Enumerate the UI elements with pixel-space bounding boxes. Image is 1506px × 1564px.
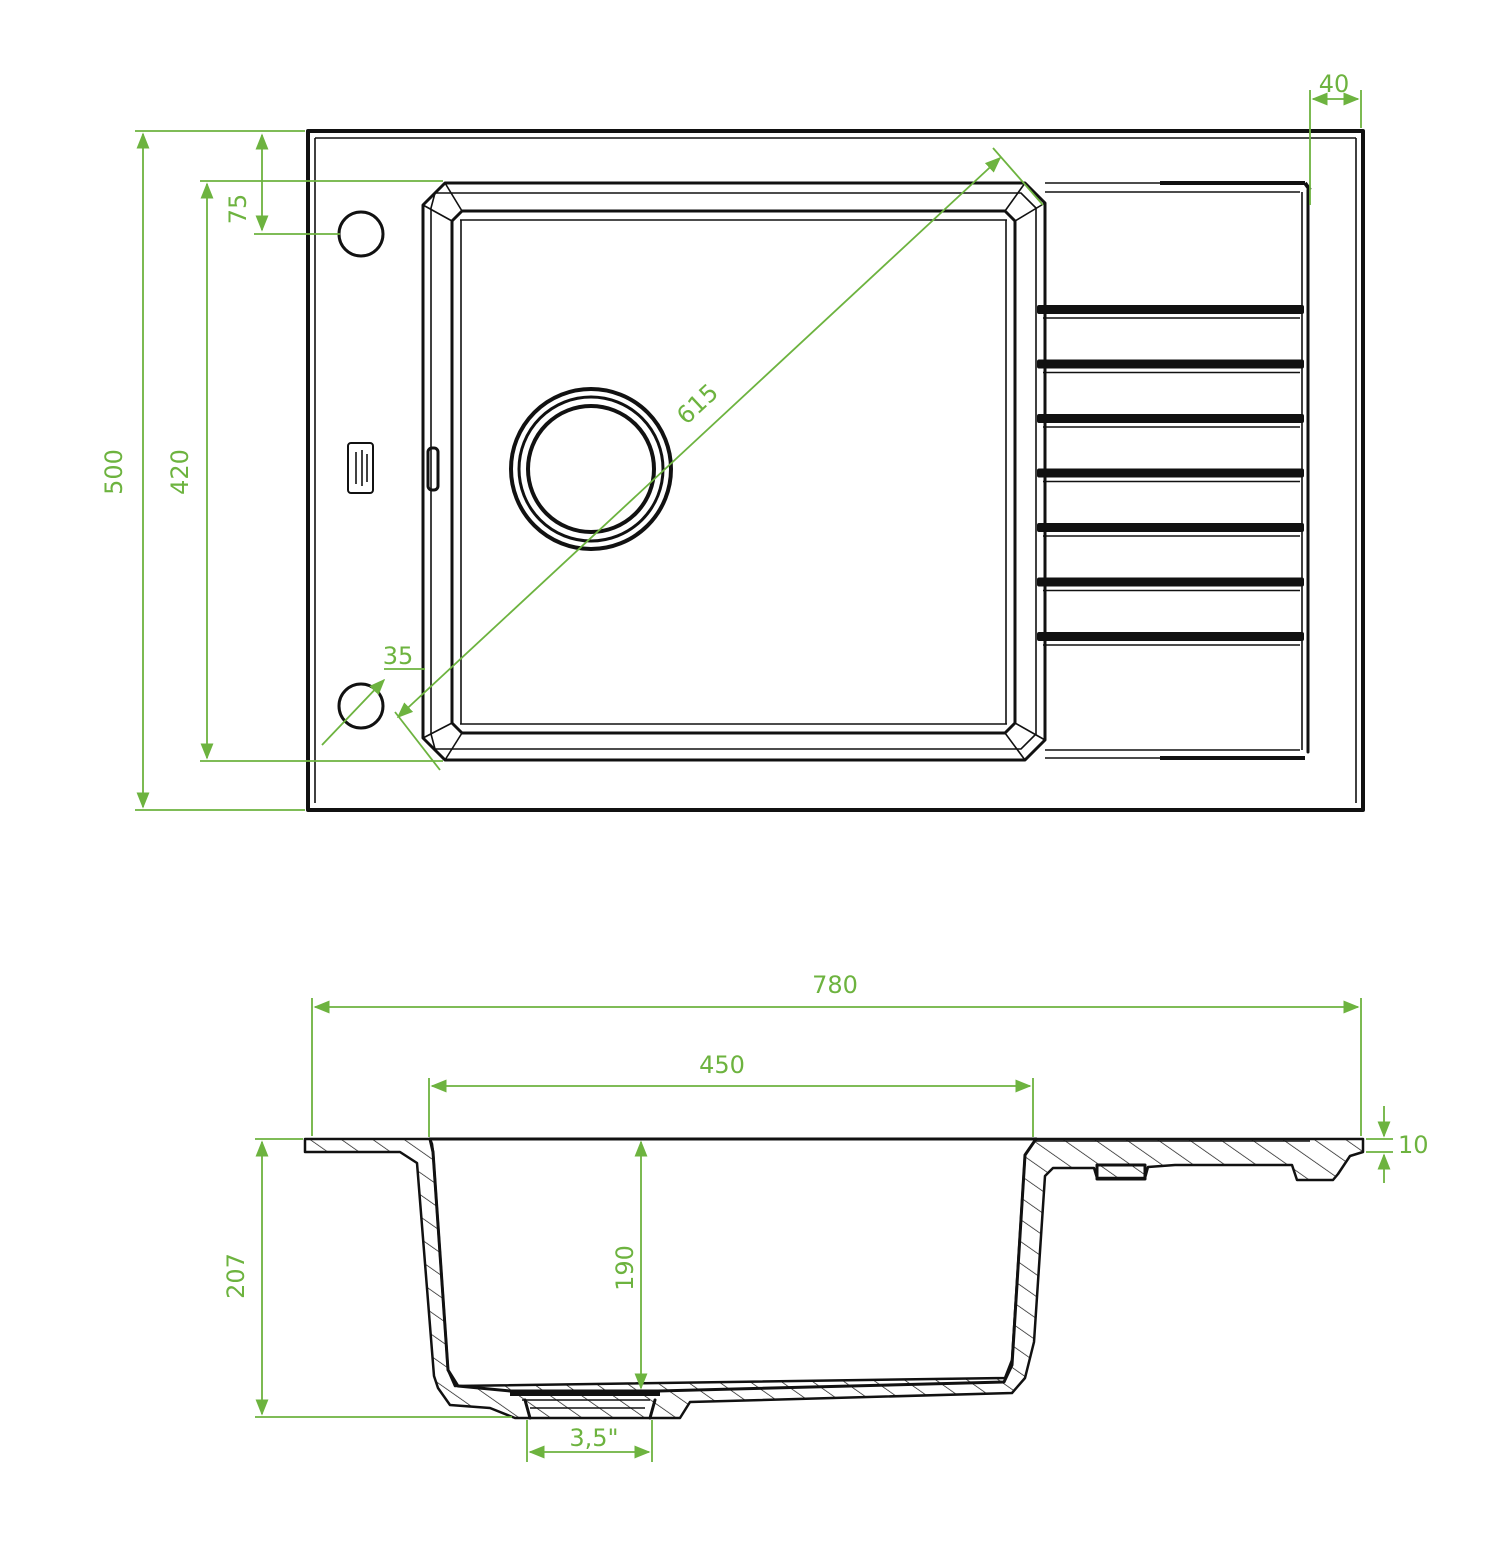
overflow [426, 446, 440, 492]
mounting-clip [1095, 1163, 1147, 1181]
section-view [303, 1137, 1365, 1420]
dim-overall-width: 780 [311, 971, 1362, 1136]
dim-text-overall-height: 207 [222, 1253, 250, 1299]
dim-text-tap-offset: 75 [224, 194, 252, 225]
dim-diagonal: 615 [394, 147, 1044, 771]
drainer-ribs [1037, 305, 1304, 646]
dim-overall-depth: 500 [100, 130, 305, 811]
dim-text-waste-size: 3,5" [569, 1424, 618, 1452]
sink-outline [306, 129, 1365, 812]
dim-bowl-depth: 420 [166, 180, 443, 762]
drainer-board [1045, 181, 1312, 760]
tap-hole-bottom [337, 682, 385, 730]
dim-overall-height: 207 [222, 1138, 512, 1418]
drainer-rib [1037, 632, 1304, 641]
section-inner-face [428, 1137, 1038, 1393]
dim-text-overall-depth: 500 [100, 449, 128, 495]
waste-outlet [510, 1392, 660, 1420]
dim-text-rim-thickness: 10 [1398, 1131, 1429, 1159]
drainer-rib [1037, 468, 1304, 478]
drain-hole [509, 387, 673, 551]
dim-text-corner-offset: 35 [383, 642, 414, 670]
brand-logo-plate [347, 442, 374, 494]
tap-hole-top [337, 210, 385, 258]
dim-bowl-height: 190 [611, 1140, 648, 1390]
drainer-rib [1037, 577, 1304, 587]
section-wall-hatched [303, 1137, 1365, 1420]
top-view-dimensions: 500 420 75 40 615 [100, 70, 1362, 811]
section-dimensions: 780 450 207 190 10 [222, 971, 1429, 1462]
bowl-outline [421, 181, 1047, 762]
dim-bowl-width: 450 [428, 1051, 1034, 1137]
dim-text-bowl-width: 450 [699, 1051, 745, 1079]
drainer-rib [1037, 359, 1304, 369]
drainer-rib [1037, 305, 1304, 314]
dim-text-rim-width: 40 [1319, 70, 1350, 98]
dim-text-bowl-height: 190 [611, 1245, 639, 1291]
drainer-rib [1037, 414, 1304, 423]
drainer-rib [1037, 523, 1304, 532]
dim-text-bowl-depth: 420 [166, 449, 194, 495]
dim-text-overall-width: 780 [812, 971, 858, 999]
top-view [306, 129, 1365, 812]
dim-tap-offset: 75 [224, 133, 340, 235]
dim-rim-thickness: 10 [1366, 1106, 1429, 1183]
dim-waste-size: 3,5" [526, 1420, 653, 1462]
dim-rim-width: 40 [1309, 70, 1362, 205]
dim-corner-offset: 35 [321, 642, 425, 746]
